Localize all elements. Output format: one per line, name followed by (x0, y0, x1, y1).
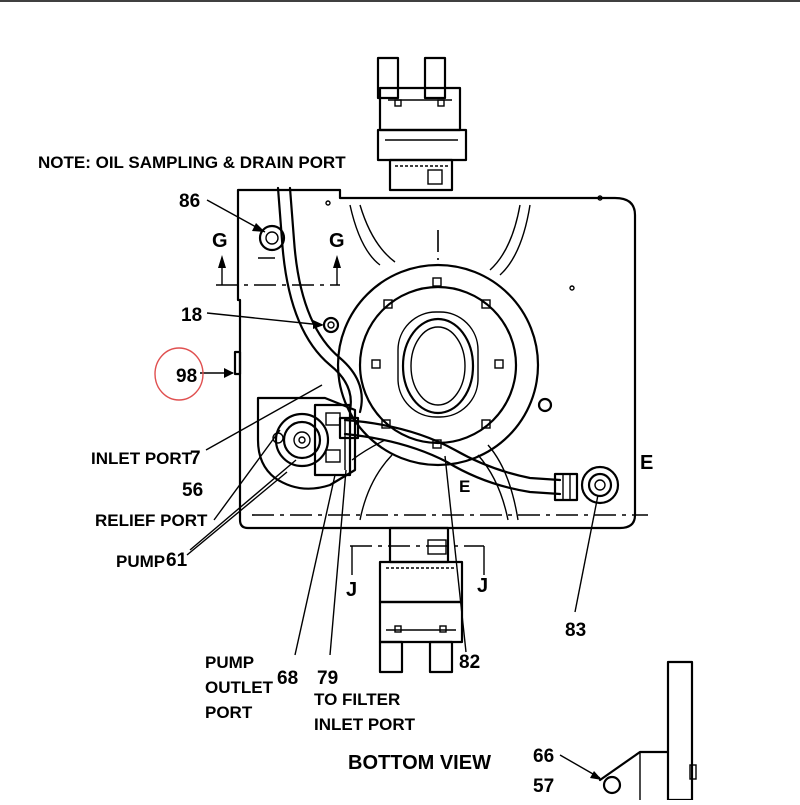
pump-outlet-port-label-2: OUTLET (205, 678, 274, 697)
callout-57: 57 (533, 776, 554, 797)
port-98 (233, 350, 242, 376)
housing-bolt (537, 397, 553, 413)
housing-mark (325, 200, 331, 206)
plug-18 (322, 316, 340, 334)
section-arrows-j (351, 546, 485, 575)
highlight-circle-98 (154, 347, 204, 401)
leader-lines (186, 199, 602, 780)
suction-tube (276, 186, 363, 414)
drain-port-86 (258, 224, 286, 259)
fitting-83 (553, 465, 620, 505)
housing-mark (597, 195, 603, 201)
to-filter-label-2: INLET PORT (314, 715, 416, 734)
pump-assembly (256, 396, 360, 490)
callout-83: 83 (565, 620, 586, 641)
to-filter-label-1: TO FILTER (314, 690, 400, 709)
central-hub (336, 263, 540, 467)
bottom-mount-bracket (378, 526, 464, 674)
callout-86: 86 (179, 191, 200, 212)
section-arrows-g (218, 255, 341, 285)
outlet-hose (343, 418, 562, 496)
pump-label: PUMP (116, 552, 165, 571)
callout-56: 56 (182, 480, 203, 501)
note-text: NOTE: OIL SAMPLING & DRAIN PORT (38, 153, 346, 172)
relief-port-label: RELIEF PORT (95, 511, 208, 530)
section-mark-e-right: E (640, 452, 653, 474)
section-mark-j-right: J (477, 575, 488, 597)
pump-outlet-port-label-3: PORT (205, 703, 253, 722)
top-mount-bracket (376, 56, 468, 192)
inlet-port-label: INLET PORT (91, 449, 193, 468)
section-mark-g-right: G (329, 230, 345, 252)
callout-82: 82 (459, 652, 480, 673)
housing-outline (236, 188, 637, 530)
callout-66: 66 (533, 746, 554, 767)
section-mark-j-left: J (346, 579, 357, 601)
callout-7: 7 (190, 448, 201, 469)
side-assembly (598, 660, 697, 802)
section-mark-g-left: G (212, 230, 228, 252)
pump-outlet-port-label-1: PUMP (205, 653, 254, 672)
view-title: BOTTOM VIEW (348, 752, 491, 774)
callout-18: 18 (181, 305, 202, 326)
section-mark-e-mid: E (459, 477, 470, 496)
callout-98: 98 (176, 366, 197, 387)
housing-mark (569, 285, 575, 291)
callout-68: 68 (277, 668, 298, 689)
callout-79: 79 (317, 668, 338, 689)
callout-61: 61 (166, 550, 188, 571)
